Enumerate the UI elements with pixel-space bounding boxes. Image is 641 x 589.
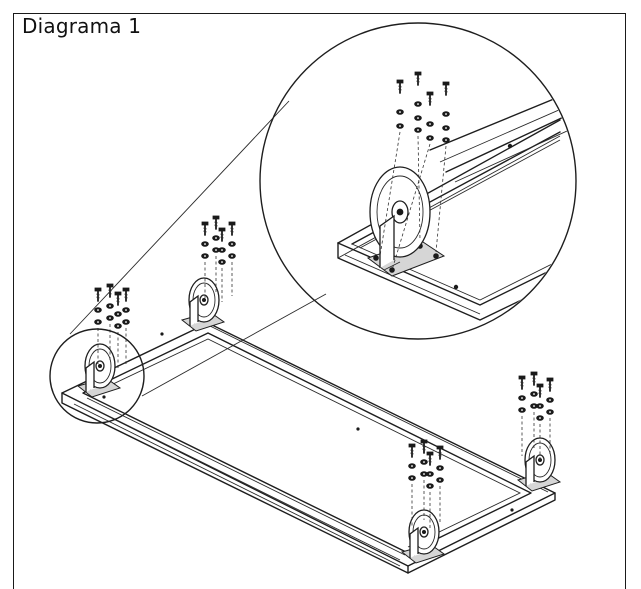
callout-leader bbox=[49, 100, 327, 424]
caster-front-left bbox=[401, 509, 445, 564]
hardware-rear-right bbox=[201, 215, 236, 302]
detail-magnified-view bbox=[259, 22, 577, 340]
hardware-rear-left bbox=[94, 283, 130, 370]
hardware-front-left bbox=[408, 439, 444, 530]
caster-rear-left bbox=[77, 343, 121, 398]
hardware-front-right bbox=[518, 371, 554, 460]
caster-rear-right bbox=[181, 277, 225, 332]
caster-front-right bbox=[517, 437, 561, 492]
diagram-title: Diagrama 1 bbox=[22, 14, 142, 38]
diagram-frame bbox=[13, 13, 626, 589]
cart-frame bbox=[61, 322, 556, 574]
